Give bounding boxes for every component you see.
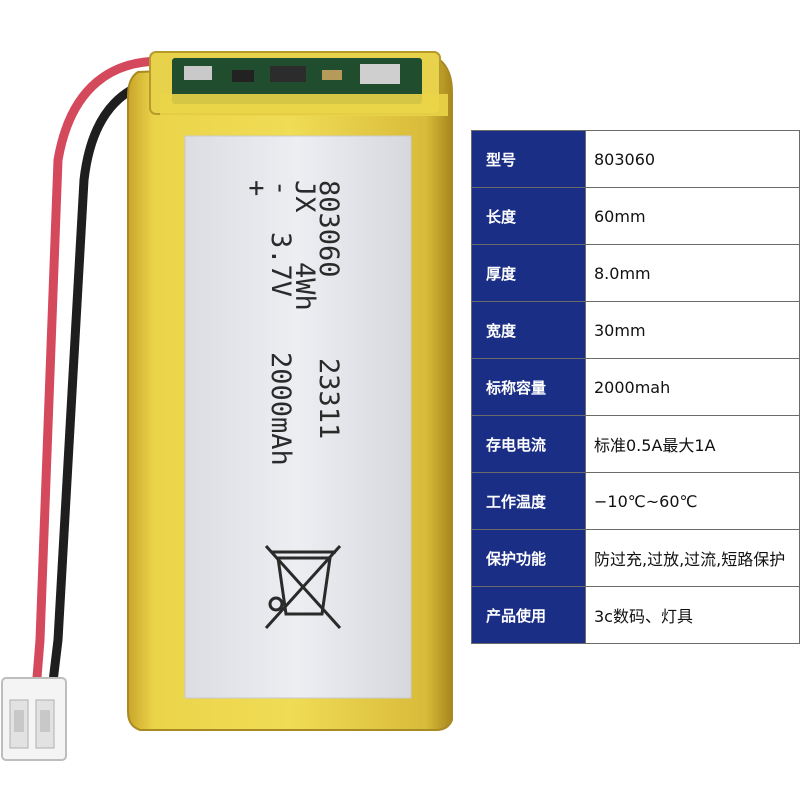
battery-voltage-print: 3.7V [265, 232, 296, 297]
spec-key: 工作温度 [471, 472, 586, 530]
battery-minus-print: - [265, 180, 296, 196]
spec-value: 防过充,过放,过流,短路保护 [585, 529, 800, 587]
spec-key: 标称容量 [471, 358, 586, 416]
spec-value: 60mm [585, 187, 800, 245]
spec-key: 型号 [471, 130, 586, 188]
spec-value: 803060 [585, 130, 800, 188]
protection-pcb [172, 58, 422, 104]
battery-brand-print: JX [289, 180, 320, 213]
spec-key: 厚度 [471, 244, 586, 302]
battery-photo: 803060 23311 JX 4Wh - 3.7V + 2000mAh [1, 51, 453, 761]
battery-energy-print: 4Wh [289, 262, 320, 311]
spec-row: 保护功能防过充,过放,过流,短路保护 [471, 529, 800, 587]
spec-value: 30mm [585, 301, 800, 359]
spec-value: 3c数码、灯具 [585, 586, 800, 644]
spec-row: 工作温度−10℃~60℃ [471, 472, 800, 530]
crossed-bin-icon [264, 544, 342, 630]
battery-illustration: 803060 23311 JX 4Wh - 3.7V + 2000mAh [1, 51, 453, 761]
spec-key: 长度 [471, 187, 586, 245]
spec-key: 保护功能 [471, 529, 586, 587]
spec-key: 宽度 [471, 301, 586, 359]
spec-key: 存电电流 [471, 415, 586, 473]
battery-plus-print: + [241, 180, 272, 196]
spec-value: 8.0mm [585, 244, 800, 302]
spec-value: 2000mah [585, 358, 800, 416]
battery-label [184, 135, 412, 699]
battery-model-print: 803060 [313, 180, 344, 278]
spec-value: −10℃~60℃ [585, 472, 800, 530]
spec-row: 存电电流标准0.5A最大1A [471, 415, 800, 473]
spec-key: 产品使用 [471, 586, 586, 644]
jst-connector [1, 677, 67, 761]
battery-batch-print: 23311 [313, 358, 344, 439]
battery-capacity-print: 2000mAh [265, 352, 296, 466]
spec-value: 标准0.5A最大1A [585, 415, 800, 473]
